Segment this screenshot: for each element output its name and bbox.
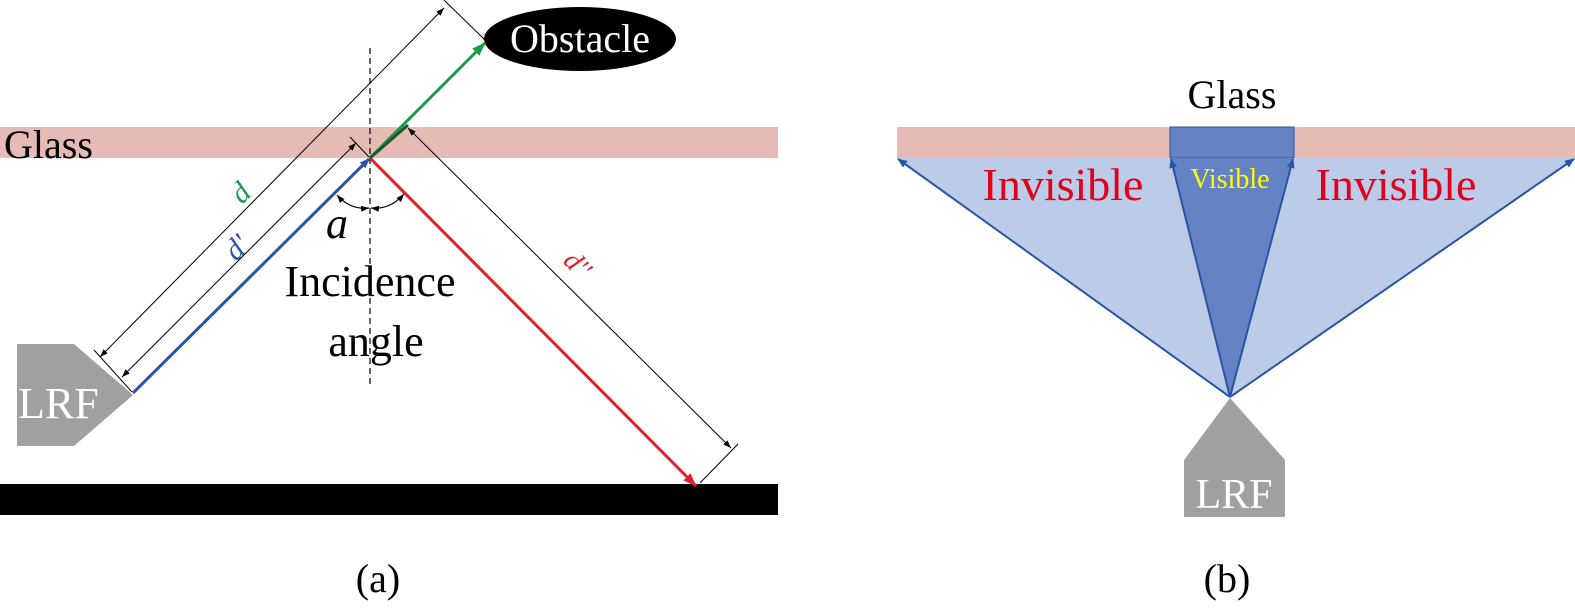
ray-left: [897, 158, 1231, 398]
dim-d-ext-top: [443, 0, 486, 41]
lrf-label: LRF: [18, 379, 99, 428]
panel-a: Glass LRF Obstacle d d' d'' a Incidence …: [0, 0, 778, 601]
d-double-prime-label: d'': [557, 245, 598, 286]
floor: [0, 484, 778, 515]
angle-symbol: a: [326, 199, 348, 248]
angle-arc-left: [336, 194, 370, 212]
d-label: d: [224, 175, 259, 210]
dim-d-double-prime: [407, 127, 732, 449]
lrf-device: [1184, 398, 1285, 517]
visible-glass-region: [1169, 126, 1295, 159]
ray-right: [1229, 158, 1575, 398]
dim-d-prime: [121, 142, 357, 378]
glass-label: Glass: [1188, 72, 1277, 117]
ray-visible-left: [1169, 158, 1231, 398]
dim-d-prime-ext: [349, 136, 370, 158]
d-prime-label: d': [218, 228, 257, 267]
glass-label: Glass: [4, 122, 93, 167]
panel-b: Glass Invisible Visible Invisible LRF (b…: [897, 72, 1575, 601]
visible-label: Visible: [1190, 164, 1269, 195]
incidence-label-1: Incidence: [285, 257, 456, 306]
lrf-label: LRF: [1195, 472, 1272, 518]
caption-a: (a): [356, 556, 400, 601]
invisible-left-label: Invisible: [983, 159, 1144, 210]
dim-d-double-prime-ext: [699, 443, 739, 484]
incidence-label-2: angle: [328, 317, 423, 366]
angle-arc-right: [370, 193, 405, 212]
dim-d-ext-bottom: [93, 349, 133, 393]
ray-visible-right: [1229, 158, 1295, 398]
fov-visible: [1170, 158, 1294, 397]
lrf-device: [17, 344, 133, 446]
invisible-right-label: Invisible: [1316, 159, 1477, 210]
caption-b: (b): [1204, 556, 1251, 601]
obstacle-label: Obstacle: [510, 16, 650, 61]
obstacle: [484, 7, 676, 71]
